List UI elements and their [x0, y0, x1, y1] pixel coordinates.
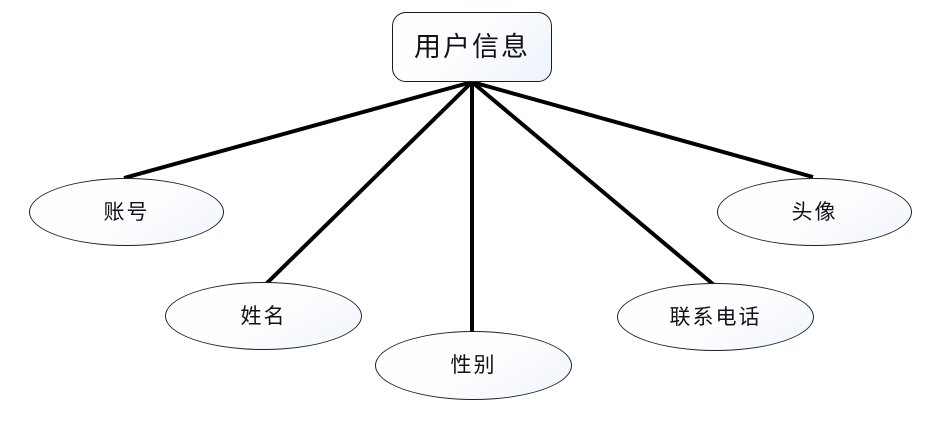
attribute-node-contact-phone[interactable]: 联系电话	[617, 283, 814, 351]
entity-label: 用户信息	[414, 31, 530, 63]
attribute-label-gender: 性别	[450, 353, 497, 377]
edge-contact-phone	[470, 80, 716, 287]
attribute-node-avatar[interactable]: 头像	[717, 178, 912, 246]
edge-avatar	[471, 80, 814, 179]
attribute-node-name[interactable]: 姓名	[165, 282, 362, 350]
attribute-label-account: 账号	[103, 199, 150, 224]
edge-account	[123, 80, 473, 180]
edge-name	[264, 80, 474, 286]
attribute-label-contact-phone: 联系电话	[669, 304, 762, 329]
attribute-label-avatar: 头像	[791, 199, 838, 224]
attribute-node-account[interactable]: 账号	[29, 178, 224, 246]
entity-node-user-info[interactable]: 用户信息	[392, 12, 552, 82]
attribute-node-gender[interactable]: 性别	[375, 331, 572, 400]
attribute-label-name: 姓名	[240, 303, 287, 328]
